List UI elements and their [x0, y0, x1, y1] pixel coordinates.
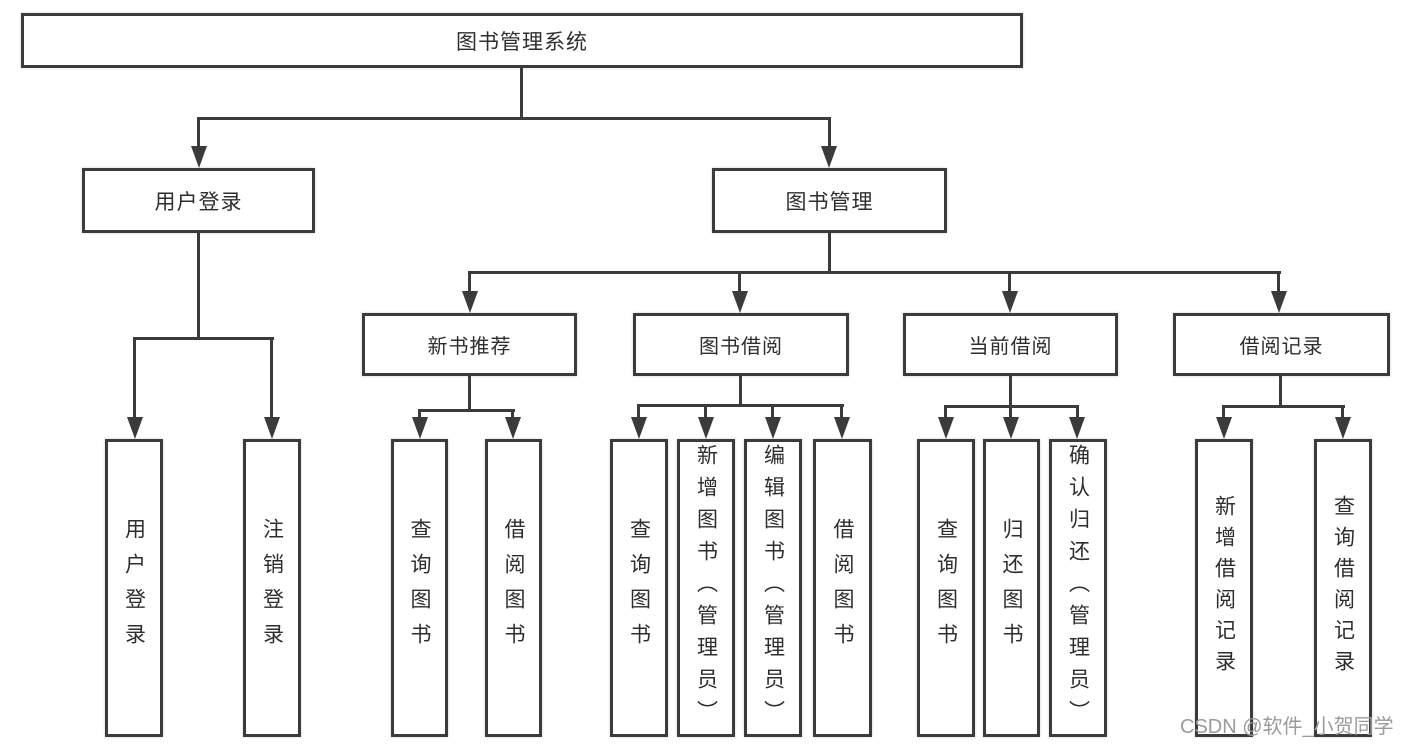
node-root-library-system: 图书管理系统 [21, 13, 1023, 68]
connector-line [704, 404, 707, 423]
leaf-label: 编辑图书（管理员） [761, 444, 785, 732]
leaf-label: 借阅图书 [502, 518, 525, 658]
connector-line [468, 271, 1281, 274]
arrowhead-icon [631, 417, 647, 439]
connector-line [1223, 405, 1345, 408]
arrowhead-icon [127, 417, 143, 439]
leaf-label: 注销登录 [260, 518, 284, 658]
connector-line [1279, 376, 1282, 408]
leaf-query-books-recommend: 查询图书 [391, 439, 448, 737]
connector-line [511, 409, 514, 423]
connector-line [197, 233, 200, 340]
connector-line [1009, 376, 1012, 408]
leaf-query-borrow-record: 查询借阅记录 [1314, 439, 1372, 737]
arrowhead-icon [732, 291, 748, 313]
leaf-label: 新增借阅记录 [1212, 495, 1236, 681]
connector-line [738, 271, 741, 296]
leaf-label: 用户登录 [122, 518, 146, 658]
node-book-borrowing: 图书借阅 [633, 313, 849, 376]
leaf-label: 查询图书 [934, 518, 958, 658]
connector-line [739, 376, 742, 407]
connector-line [198, 117, 831, 120]
connector-line [468, 376, 471, 412]
leaf-label: 查询借阅记录 [1331, 495, 1355, 681]
connector-line [828, 117, 831, 151]
arrowhead-icon [505, 417, 521, 439]
connector-line [1222, 405, 1225, 423]
arrowhead-icon [1335, 417, 1351, 439]
connector-line [637, 404, 844, 407]
connector-line [1009, 405, 1012, 423]
leaf-label: 查询图书 [627, 518, 651, 658]
node-borrowing-records: 借阅记录 [1173, 313, 1390, 376]
connector-line [1277, 271, 1280, 296]
connector-line [840, 404, 843, 423]
connector-line [1076, 405, 1079, 423]
node-current-borrowing: 当前借阅 [903, 313, 1118, 376]
connector-line [637, 404, 640, 423]
arrowhead-icon [765, 417, 781, 439]
connector-line [270, 337, 273, 421]
connector-line [520, 68, 523, 120]
leaf-return-books: 归还图书 [983, 439, 1040, 737]
leaf-label: 查询图书 [408, 518, 431, 658]
arrowhead-icon [412, 417, 428, 439]
connector-line [944, 405, 947, 423]
arrowhead-icon [698, 417, 714, 439]
arrowhead-icon [1003, 417, 1019, 439]
leaf-add-books-admin: 新增图书（管理员） [677, 439, 735, 737]
watermark-text: CSDN @软件_小贺同学 [1180, 716, 1394, 738]
leaf-label: 确认归还（管理员） [1066, 444, 1090, 732]
leaf-borrow-books: 借阅图书 [813, 439, 872, 737]
arrowhead-icon [1069, 417, 1085, 439]
connector-line [197, 117, 200, 151]
arrowhead-icon [191, 146, 207, 168]
connector-line [133, 337, 136, 421]
leaf-query-books-borrowing: 查询图书 [610, 439, 668, 737]
leaf-add-borrow-record: 新增借阅记录 [1195, 439, 1253, 737]
connector-line [468, 271, 471, 296]
leaf-edit-books-admin: 编辑图书（管理员） [744, 439, 802, 737]
leaf-user-login: 用户登录 [105, 439, 163, 737]
arrowhead-icon [938, 417, 954, 439]
leaf-label: 新增图书（管理员） [694, 444, 718, 732]
connector-line [418, 409, 515, 412]
arrowhead-icon [834, 417, 850, 439]
node-book-management-branch: 图书管理 [712, 168, 947, 233]
node-new-book-recommendation: 新书推荐 [362, 313, 577, 376]
connector-line [771, 404, 774, 423]
arrowhead-icon [264, 417, 280, 439]
arrowhead-icon [1271, 291, 1287, 313]
leaf-label: 借阅图书 [831, 518, 854, 658]
connector-line [1341, 405, 1344, 423]
leaf-logout: 注销登录 [243, 439, 301, 737]
leaf-query-books-current: 查询图书 [917, 439, 975, 737]
leaf-borrow-books-recommend: 借阅图书 [485, 439, 542, 737]
connector-line [133, 337, 274, 340]
arrowhead-icon [1216, 417, 1232, 439]
node-user-login-branch: 用户登录 [82, 168, 315, 233]
connector-line [828, 233, 831, 274]
connector-line [418, 409, 421, 423]
arrowhead-icon [821, 146, 837, 168]
connector-line [944, 405, 1079, 408]
arrowhead-icon [462, 291, 478, 313]
connector-line [1008, 271, 1011, 296]
arrowhead-icon [1002, 291, 1018, 313]
leaf-label: 归还图书 [1000, 518, 1023, 658]
leaf-confirm-return-admin: 确认归还（管理员） [1049, 439, 1107, 737]
